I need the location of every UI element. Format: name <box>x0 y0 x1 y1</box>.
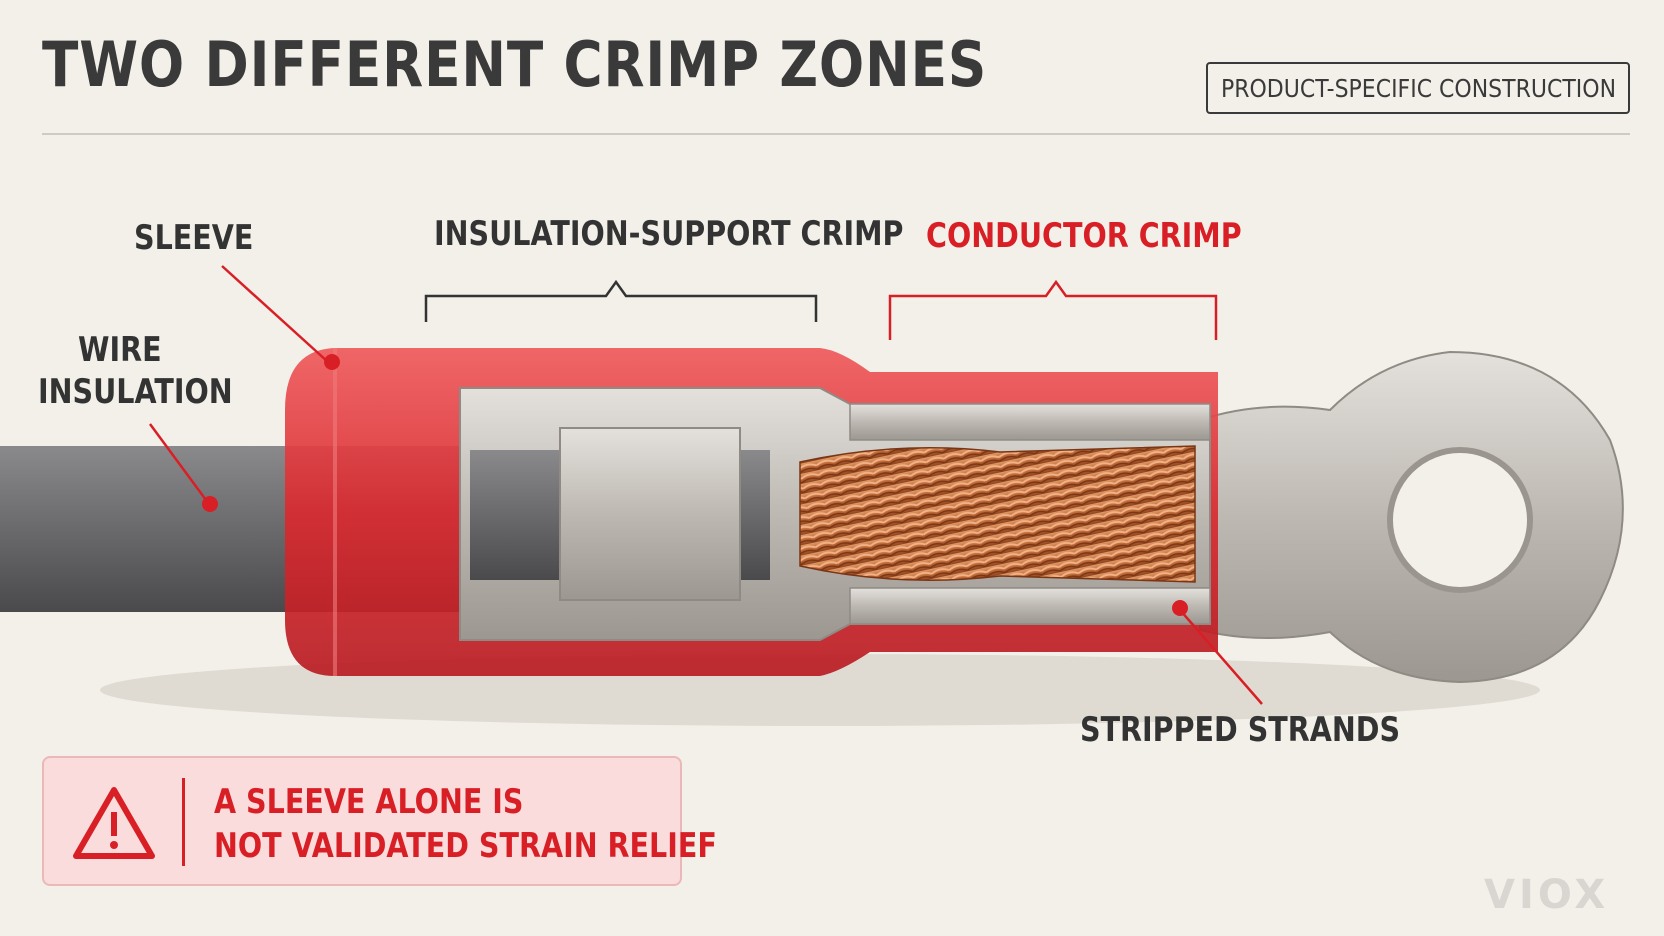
warning-triangle-icon <box>73 787 155 859</box>
brand-logo: VIOX <box>1484 872 1610 918</box>
insulation-support-crimp-ring <box>559 427 741 601</box>
stripped-strands-leader <box>1179 609 1263 705</box>
stripped-strands-leader-dot <box>1172 600 1188 616</box>
badge-label: PRODUCT-SPECIFIC CONSTRUCTION <box>1220 73 1616 103</box>
copper-strands <box>799 445 1196 583</box>
page-title: TWO DIFFERENT CRIMP ZONES <box>42 28 988 101</box>
label-wire-insulation-line2: INSULATION <box>38 372 233 412</box>
construction-badge: PRODUCT-SPECIFIC CONSTRUCTION <box>1206 62 1630 114</box>
warning-line1: A SLEEVE ALONE IS <box>214 782 524 822</box>
label-sleeve: SLEEVE <box>134 218 254 258</box>
wire-insulation-leader-dot <box>202 496 218 512</box>
conductor-crimp-bracket <box>888 279 1218 340</box>
conductor-crimp-top <box>849 403 1211 441</box>
ring-hole <box>1387 447 1533 593</box>
label-stripped-strands: STRIPPED STRANDS <box>1080 710 1401 750</box>
label-insulation-support-crimp: INSULATION-SUPPORT CRIMP <box>434 214 904 254</box>
sleeve-leader <box>221 265 329 363</box>
header-divider <box>42 133 1630 135</box>
warning-text: A SLEEVE ALONE IS NOT VALIDATED STRAIN R… <box>214 780 717 868</box>
warning-line2: NOT VALIDATED STRAIN RELIEF <box>214 826 717 866</box>
conductor-crimp-bottom <box>849 587 1211 625</box>
warning-divider <box>182 778 185 866</box>
wire-insulation-leader <box>148 423 208 501</box>
insulation-support-bracket <box>424 279 818 322</box>
warning-callout: A SLEEVE ALONE IS NOT VALIDATED STRAIN R… <box>42 756 717 886</box>
label-wire-insulation-line1: WIRE <box>78 330 162 370</box>
label-conductor-crimp: CONDUCTOR CRIMP <box>926 216 1242 256</box>
sleeve-leader-dot <box>324 354 340 370</box>
